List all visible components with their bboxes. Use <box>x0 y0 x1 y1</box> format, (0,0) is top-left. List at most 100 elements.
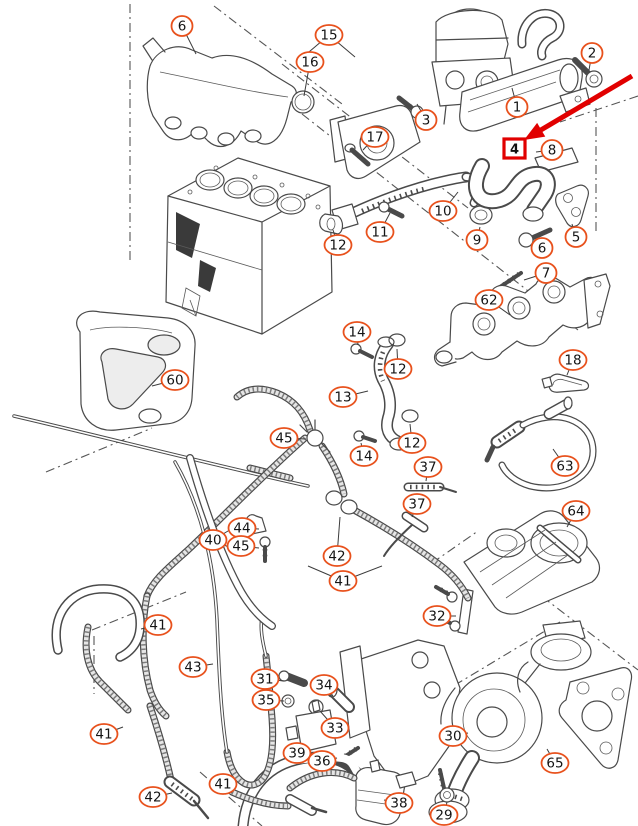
svg-text:5: 5 <box>572 230 581 246</box>
callout-41[interactable]: 41 <box>143 614 173 636</box>
svg-text:17: 17 <box>366 130 383 146</box>
callout-64[interactable]: 64 <box>561 500 591 522</box>
callout-35[interactable]: 35 <box>251 689 281 711</box>
callout-39[interactable]: 39 <box>282 742 312 764</box>
callout-41[interactable]: 41 <box>328 570 358 592</box>
callout-34[interactable]: 34 <box>309 674 339 696</box>
svg-text:42: 42 <box>328 549 345 565</box>
svg-text:12: 12 <box>329 238 346 254</box>
callout-1[interactable]: 1 <box>505 96 529 118</box>
callout-37[interactable]: 37 <box>402 493 432 515</box>
callout-11[interactable]: 11 <box>365 221 395 243</box>
svg-text:2: 2 <box>588 46 597 62</box>
svg-text:14: 14 <box>355 449 372 465</box>
callout-6[interactable]: 6 <box>530 237 554 259</box>
intake-manifold-art <box>142 37 297 148</box>
callout-30[interactable]: 30 <box>438 725 468 747</box>
svg-text:65: 65 <box>546 756 563 772</box>
noise-cover-art <box>76 310 196 431</box>
callout-45[interactable]: 45 <box>226 535 256 557</box>
callout-14[interactable]: 14 <box>349 445 379 467</box>
svg-text:63: 63 <box>556 459 573 475</box>
throttle-valve-art <box>291 90 421 180</box>
callout-2[interactable]: 2 <box>580 42 604 64</box>
callout-37[interactable]: 37 <box>413 456 443 478</box>
highlight-arrow-shaft <box>533 73 634 137</box>
callout-29[interactable]: 29 <box>429 804 459 826</box>
svg-text:9: 9 <box>473 233 482 249</box>
callout-18[interactable]: 18 <box>558 349 588 371</box>
valve-cover-art <box>463 510 601 615</box>
svg-text:33: 33 <box>326 721 343 737</box>
svg-text:16: 16 <box>301 55 318 71</box>
callout-65[interactable]: 65 <box>540 752 570 774</box>
turbocharger-art <box>339 620 633 824</box>
svg-text:3: 3 <box>422 113 431 129</box>
svg-text:62: 62 <box>480 293 497 309</box>
svg-text:1: 1 <box>513 100 522 116</box>
callout-9[interactable]: 9 <box>465 229 489 251</box>
callout-42[interactable]: 42 <box>322 545 352 567</box>
callout-3[interactable]: 3 <box>414 109 438 131</box>
callout-36[interactable]: 36 <box>307 750 337 772</box>
highlight-arrow-head <box>524 122 546 140</box>
cable-tie-art <box>541 373 590 393</box>
svg-text:12: 12 <box>389 362 406 378</box>
highlighted-part-number[interactable]: 4 <box>510 143 519 158</box>
svg-text:6: 6 <box>178 19 187 35</box>
svg-text:37: 37 <box>419 460 436 476</box>
svg-text:13: 13 <box>334 390 351 406</box>
callout-12[interactable]: 12 <box>323 234 353 256</box>
callout-44[interactable]: 44 <box>227 517 257 539</box>
svg-text:29: 29 <box>435 808 452 824</box>
callout-43[interactable]: 43 <box>178 656 208 678</box>
callout-17[interactable]: 17 <box>360 126 390 148</box>
callout-45[interactable]: 45 <box>269 427 299 449</box>
callout-31[interactable]: 31 <box>250 668 280 690</box>
svg-text:41: 41 <box>149 618 166 634</box>
callout-12[interactable]: 12 <box>397 432 427 454</box>
svg-text:10: 10 <box>434 204 451 220</box>
callout-8[interactable]: 8 <box>540 139 564 161</box>
callout-42[interactable]: 42 <box>138 786 168 808</box>
clamp-12-bolt-11-art <box>319 201 405 235</box>
svg-text:18: 18 <box>564 353 581 369</box>
callout-13[interactable]: 13 <box>328 386 358 408</box>
svg-text:35: 35 <box>257 693 274 709</box>
callout-16[interactable]: 16 <box>295 51 325 73</box>
vacuum-hose-network-art <box>12 389 468 820</box>
svg-text:37: 37 <box>408 497 425 513</box>
egr-elbow-pipe-art <box>468 147 579 222</box>
svg-text:36: 36 <box>313 754 330 770</box>
highlight-marker: 4 <box>502 73 634 160</box>
callout-6[interactable]: 6 <box>170 15 194 37</box>
svg-text:31: 31 <box>256 672 273 688</box>
svg-text:40: 40 <box>204 533 221 549</box>
svg-text:30: 30 <box>444 729 461 745</box>
callout-63[interactable]: 63 <box>550 455 580 477</box>
callout-60[interactable]: 60 <box>160 369 190 391</box>
callout-40[interactable]: 40 <box>198 529 228 551</box>
callout-5[interactable]: 5 <box>564 226 588 248</box>
callout-10[interactable]: 10 <box>428 200 458 222</box>
callout-41[interactable]: 41 <box>208 773 238 795</box>
svg-text:60: 60 <box>166 373 183 389</box>
callout-62[interactable]: 62 <box>474 289 504 311</box>
callout-33[interactable]: 33 <box>320 717 350 739</box>
svg-text:41: 41 <box>334 574 351 590</box>
callout-32[interactable]: 32 <box>422 605 452 627</box>
callout-15[interactable]: 15 <box>314 24 344 46</box>
svg-text:15: 15 <box>320 28 337 44</box>
highlighted-part-box[interactable] <box>502 137 527 160</box>
callout-14[interactable]: 14 <box>342 321 372 343</box>
svg-text:43: 43 <box>184 660 201 676</box>
callout-7[interactable]: 7 <box>534 262 558 284</box>
vacuum-hose-63-art <box>484 396 597 492</box>
exhaust-manifold-art <box>433 273 611 367</box>
svg-text:39: 39 <box>288 746 305 762</box>
callout-38[interactable]: 38 <box>384 792 414 814</box>
svg-text:42: 42 <box>144 790 161 806</box>
callout-41[interactable]: 41 <box>89 723 119 745</box>
callout-12[interactable]: 12 <box>383 358 413 380</box>
